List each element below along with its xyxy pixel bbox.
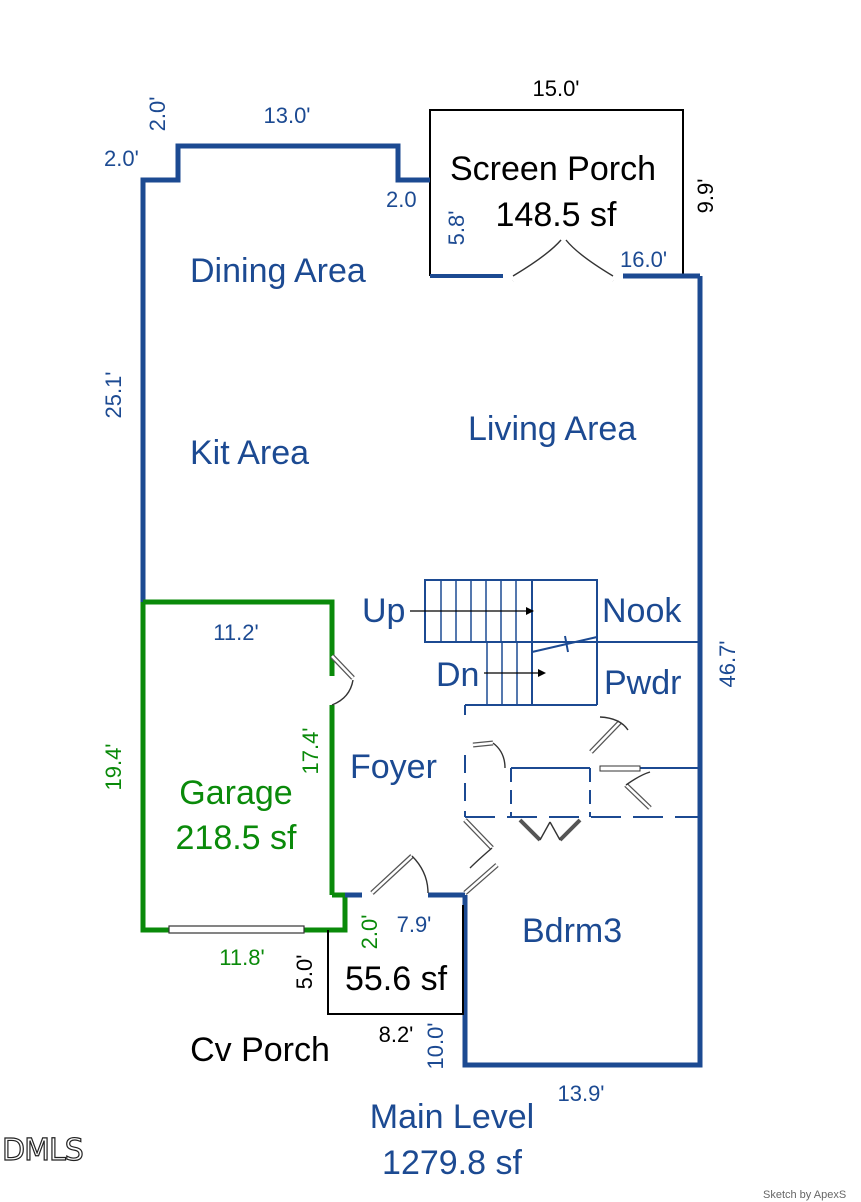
porch-double-door (512, 239, 614, 282)
living-area-label: Living Area (468, 410, 636, 448)
garage-overhead-door (168, 925, 305, 934)
main-right-wall (462, 276, 703, 1068)
dim-left-height: 25.1' (101, 371, 126, 418)
screen-porch-dim-top: 15.0' (532, 76, 579, 101)
covered-porch-dim-left: 5.0' (292, 955, 317, 990)
dim-bottom-width: 13.9' (557, 1081, 604, 1106)
screen-porch-name: Screen Porch (450, 150, 656, 188)
screen-porch-dim-left: 5.8' (444, 211, 469, 246)
covered-porch-dim-top: 7.9' (397, 912, 432, 937)
covered-porch-outline (327, 905, 464, 1015)
stairs-up-label: Up (362, 592, 405, 630)
dim-right-height: 46.7' (715, 640, 740, 687)
dining-area-label: Dining Area (190, 252, 366, 290)
front-entry-door (370, 854, 429, 895)
screen-porch-area: 148.5 sf (496, 196, 618, 234)
screen-porch-outline (429, 109, 684, 276)
covered-porch-area: 55.6 sf (345, 960, 448, 998)
dim-top-jog-left: 2.0' (104, 146, 139, 171)
garage-bottom-step (140, 602, 348, 933)
bedroom-door (463, 818, 499, 895)
stairs-down-label: Dn (436, 656, 479, 694)
closet-doors (472, 716, 652, 842)
sketch-credit: Sketch by ApexS (763, 1189, 846, 1201)
garage-dim-left: 19.4' (101, 743, 126, 790)
covered-porch-dim-bottom: 8.2' (379, 1022, 414, 1047)
garage-dim-bottom: 11.8' (219, 945, 264, 970)
floor-level-area: 1279.8 sf (382, 1144, 522, 1182)
dim-bottom-left: 10.0' (423, 1022, 448, 1069)
dim-porch-right: 16.0' (620, 247, 667, 272)
dim-top-width: 13.0' (263, 103, 310, 128)
powder-room-label: Pwdr (604, 664, 681, 702)
main-outer-wall (140, 143, 430, 602)
dmls-logo: DMLS (2, 1133, 83, 1168)
bedroom3-label: Bdrm3 (522, 912, 622, 950)
dim-jog-right: 2.0 (386, 187, 417, 212)
nook-label: Nook (602, 592, 682, 630)
garage-area: 218.5 sf (176, 819, 298, 857)
garage-entry-door (330, 654, 355, 706)
garage-dim-right: 17.4' (298, 727, 323, 774)
garage-outline (143, 599, 335, 676)
screen-porch-dim-right: 9.9' (693, 179, 718, 214)
foyer-label: Foyer (350, 748, 437, 786)
covered-porch-name: Cv Porch (190, 1031, 330, 1069)
dim-top-jog-rise: 2.0' (145, 97, 170, 132)
garage-dim-top: 11.2' (213, 620, 258, 645)
staircase (410, 579, 598, 705)
floor-level-name: Main Level (370, 1098, 534, 1136)
garage-dim-step: 2.0' (357, 915, 382, 950)
garage-name: Garage (179, 774, 292, 812)
kitchen-area-label: Kit Area (190, 434, 309, 472)
